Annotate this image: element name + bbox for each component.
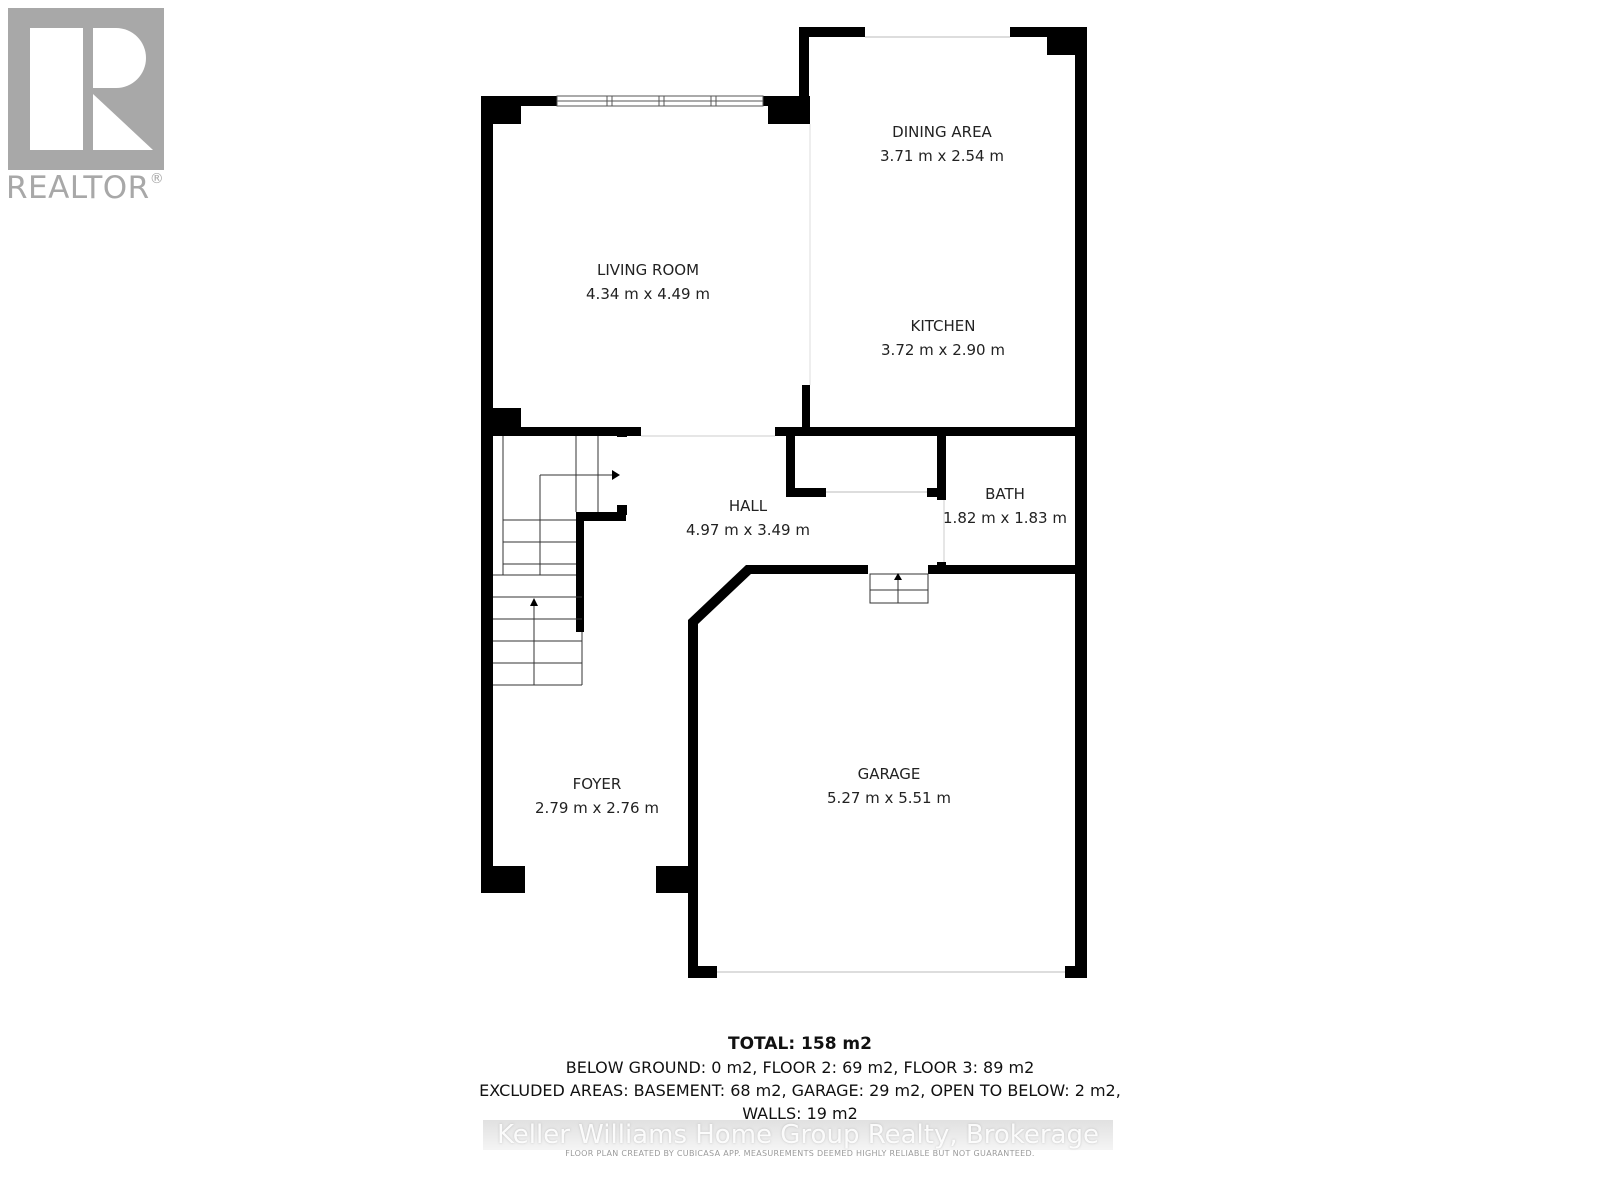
room-dimensions: 4.34 m x 4.49 m [586, 285, 710, 303]
excluded-areas-cont: WALLS: 19 m2 [742, 1104, 858, 1123]
total-area: TOTAL: 158 m2 [728, 1034, 872, 1054]
brokerage-watermark: Keller Williams Home Group Realty, Broke… [483, 1120, 1113, 1150]
room-name: FOYER [572, 775, 622, 793]
excluded-areas: EXCLUDED AREAS: BASEMENT: 68 m2, GARAGE:… [479, 1081, 1121, 1100]
room-kitchen: KITCHEN 3.72 m x 2.90 m [881, 314, 1005, 362]
disclaimer: FLOOR PLAN CREATED BY CUBICASA APP. MEAS… [565, 1149, 1035, 1158]
room-name: BATH [985, 485, 1025, 503]
realtor-logo-text: REALTOR® [6, 170, 165, 206]
room-hall: HALL 4.97 m x 3.49 m [686, 494, 810, 542]
room-dimensions: 5.27 m x 5.51 m [827, 789, 951, 807]
room-name: HALL [728, 497, 768, 515]
room-dimensions: 4.97 m x 3.49 m [686, 521, 810, 539]
room-dimensions: 1.82 m x 1.83 m [943, 509, 1067, 527]
area-summary: TOTAL: 158 m2 BELOW GROUND: 0 m2, FLOOR … [0, 1033, 1600, 1125]
realtor-logo-icon [8, 8, 164, 170]
room-dimensions: 3.71 m x 2.54 m [880, 147, 1004, 165]
room-dining-area: DINING AREA 3.71 m x 2.54 m [880, 120, 1004, 168]
area-breakdown: BELOW GROUND: 0 m2, FLOOR 2: 69 m2, FLOO… [565, 1058, 1035, 1077]
room-garage: GARAGE 5.27 m x 5.51 m [827, 762, 951, 810]
room-foyer: FOYER 2.79 m x 2.76 m [535, 772, 659, 820]
room-living-room: LIVING ROOM 4.34 m x 4.49 m [586, 258, 710, 306]
room-name: LIVING ROOM [596, 261, 700, 279]
room-dimensions: 2.79 m x 2.76 m [535, 799, 659, 817]
room-bath: BATH 1.82 m x 1.83 m [943, 482, 1067, 530]
room-name: KITCHEN [910, 317, 976, 335]
room-name: GARAGE [857, 765, 921, 783]
room-name: DINING AREA [892, 123, 992, 141]
room-dimensions: 3.72 m x 2.90 m [881, 341, 1005, 359]
